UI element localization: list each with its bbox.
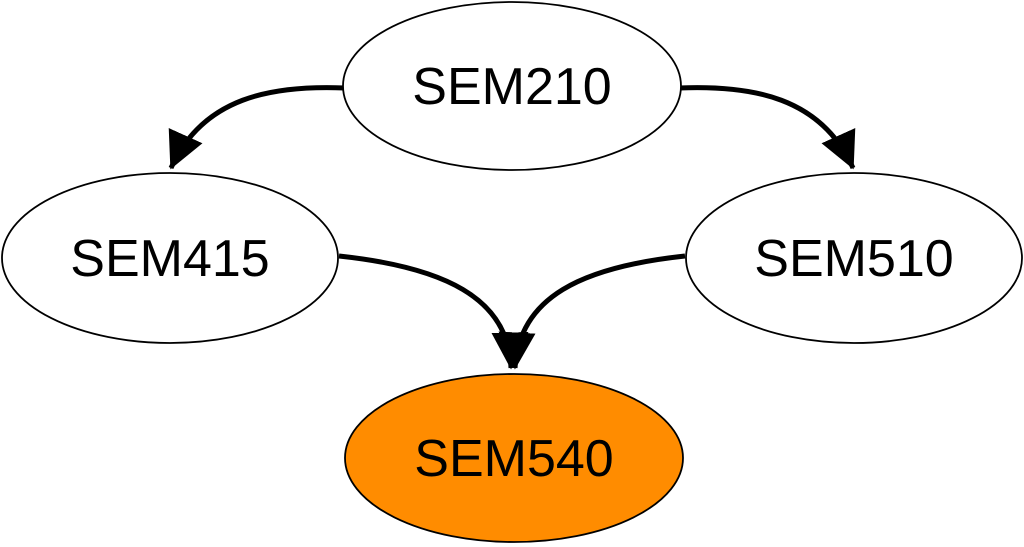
node-sem510-label: SEM510 bbox=[754, 230, 953, 288]
node-sem415-ellipse bbox=[1, 172, 339, 344]
node-sem210-ellipse bbox=[342, 1, 682, 171]
node-sem540-ellipse bbox=[344, 373, 684, 543]
node-sem510-ellipse bbox=[685, 172, 1023, 344]
edge-sem210-to-sem510 bbox=[678, 85, 856, 170]
node-sem415-label: SEM415 bbox=[70, 230, 269, 288]
node-sem510: SEM510 bbox=[685, 172, 1023, 344]
edge-sem510-to-sem540 bbox=[498, 253, 686, 370]
edge-sem210-to-sem415 bbox=[168, 85, 346, 170]
edge-sem415-to-sem540 bbox=[338, 253, 529, 370]
node-sem210-label: SEM210 bbox=[412, 58, 611, 116]
node-sem415: SEM415 bbox=[1, 172, 339, 344]
edges-layer bbox=[168, 85, 856, 370]
node-sem540-label: SEM540 bbox=[414, 430, 613, 488]
node-sem210: SEM210 bbox=[342, 1, 682, 171]
node-sem540: SEM540 bbox=[344, 373, 684, 543]
